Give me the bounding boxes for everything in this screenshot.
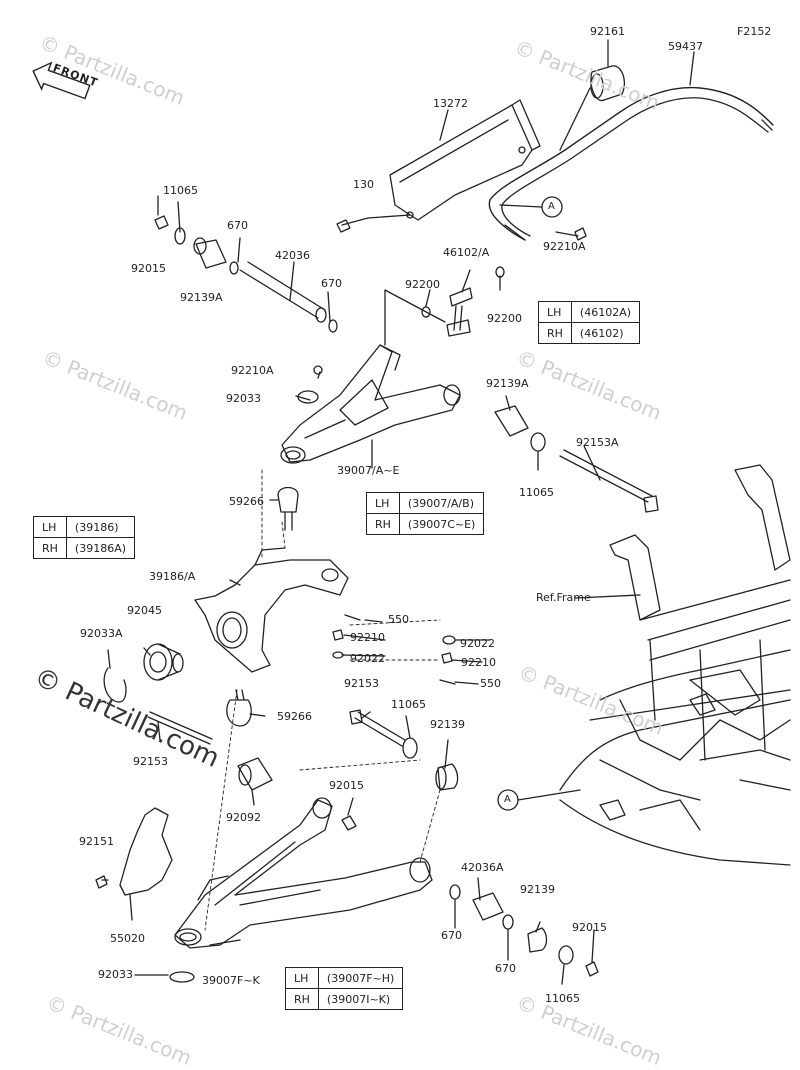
- part-label: 46102/A: [443, 246, 490, 259]
- frame-reference: Ref.Frame: [536, 591, 591, 604]
- part-label: 11065: [519, 486, 554, 499]
- part-label: 92210: [461, 656, 496, 669]
- part-label: 55020: [110, 932, 145, 945]
- part-label: 11065: [163, 184, 198, 197]
- table-cell: (46102): [570, 322, 641, 344]
- table-cell: (39007F~H): [317, 967, 404, 989]
- part-label: 92033: [98, 968, 133, 981]
- part-label: 59266: [229, 495, 264, 508]
- part-label: 92153: [344, 677, 379, 690]
- part-label: 39007/A~E: [337, 464, 400, 477]
- part-label: 11065: [391, 698, 426, 711]
- part-label: 550: [388, 613, 409, 626]
- variant-table-39007fk: LH (39007F~H) RH (39007I~K): [285, 967, 404, 1010]
- part-label: 92153: [133, 755, 168, 768]
- part-label: 92200: [487, 312, 522, 325]
- part-label: 92022: [460, 637, 495, 650]
- part-label: 550: [480, 677, 501, 690]
- part-label: 92210A: [543, 240, 586, 253]
- table-row: LH (39186): [33, 516, 136, 538]
- part-label: 92200: [405, 278, 440, 291]
- variant-table-39007ae: LH (39007/A/B) RH (39007C~E): [366, 492, 485, 535]
- table-row: LH (39007/A/B): [366, 492, 485, 514]
- part-label: 670: [441, 929, 462, 942]
- part-label: 670: [321, 277, 342, 290]
- table-cell: (39007I~K): [317, 988, 404, 1010]
- table-row: LH (39007F~H): [285, 967, 404, 989]
- table-cell: RH: [33, 537, 67, 559]
- part-label: 92015: [131, 262, 166, 275]
- table-cell: LH: [285, 967, 319, 989]
- table-cell: RH: [285, 988, 319, 1010]
- parts-diagram: FRONT F2152 © Partzilla.com © Partzilla.…: [29, 25, 791, 1070]
- part-label: 11065: [545, 992, 580, 1005]
- figure-code: F2152: [737, 25, 772, 38]
- table-cell: (39186A): [65, 537, 136, 559]
- part-label: 92139A: [180, 291, 223, 304]
- table-cell: RH: [366, 513, 400, 535]
- front-arrow: [32, 61, 91, 100]
- part-label: 92153A: [576, 436, 619, 449]
- table-cell: LH: [538, 301, 572, 323]
- table-cell: (46102A): [570, 301, 641, 323]
- part-label: 92210: [350, 631, 385, 644]
- part-label: 42036: [275, 249, 310, 262]
- part-label: 92033A: [80, 627, 123, 640]
- part-label: 59266: [277, 710, 312, 723]
- table-cell: LH: [366, 492, 400, 514]
- table-row: RH (46102): [538, 322, 641, 344]
- part-label: 92045: [127, 604, 162, 617]
- table-cell: RH: [538, 322, 572, 344]
- callout-a-upper: A: [548, 201, 555, 212]
- table-row: LH (46102A): [538, 301, 641, 323]
- table-cell: (39007/A/B): [398, 492, 485, 514]
- part-label: 42036A: [461, 861, 504, 874]
- part-label: 92015: [572, 921, 607, 934]
- table-cell: (39007C~E): [398, 513, 485, 535]
- part-label: 92092: [226, 811, 261, 824]
- part-label: 92139: [520, 883, 555, 896]
- part-label: 670: [227, 219, 248, 232]
- part-label: 92139: [430, 718, 465, 731]
- part-label: 13272: [433, 97, 468, 110]
- variant-table-46102: LH (46102A) RH (46102): [538, 301, 641, 344]
- part-label: 92210A: [231, 364, 274, 377]
- part-label: 92151: [79, 835, 114, 848]
- table-cell: (39186): [65, 516, 136, 538]
- table-cell: LH: [33, 516, 67, 538]
- callout-a-lower: A: [504, 794, 511, 805]
- table-row: RH (39186A): [33, 537, 136, 559]
- part-label: 92033: [226, 392, 261, 405]
- part-label: 39186/A: [149, 570, 196, 583]
- part-label: 130: [353, 178, 374, 191]
- part-label: 92161: [590, 25, 625, 38]
- part-label: 39007F~K: [202, 974, 260, 987]
- part-label: 670: [495, 962, 516, 975]
- part-label: 92022: [350, 652, 385, 665]
- table-row: RH (39007I~K): [285, 988, 404, 1010]
- part-label: 92015: [329, 779, 364, 792]
- part-label: 59437: [668, 40, 703, 53]
- part-label: 92139A: [486, 377, 529, 390]
- diagram-drawing: [32, 39, 791, 985]
- variant-table-39186: LH (39186) RH (39186A): [33, 516, 136, 559]
- table-row: RH (39007C~E): [366, 513, 485, 535]
